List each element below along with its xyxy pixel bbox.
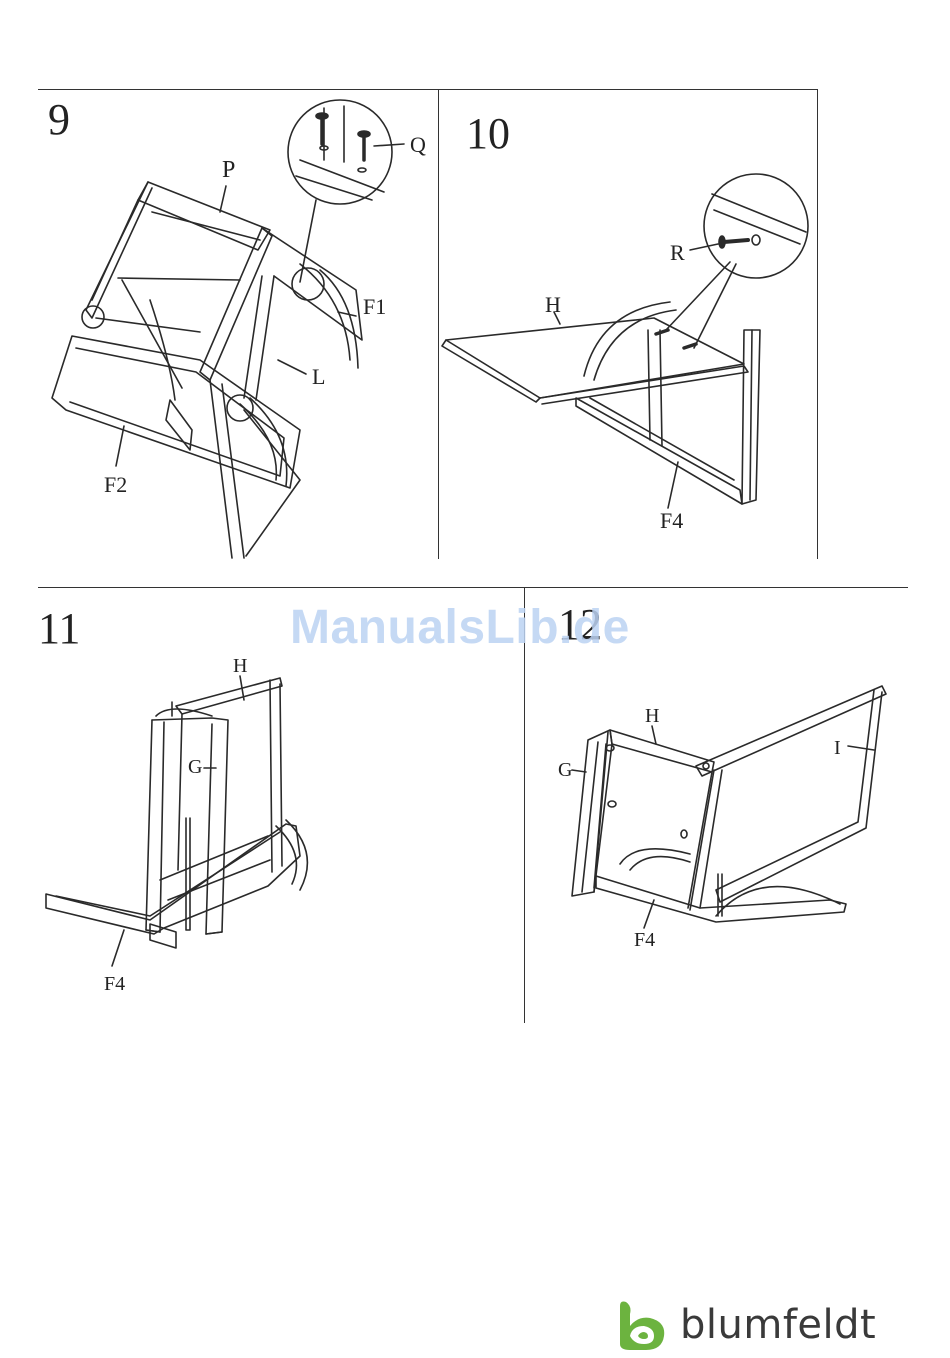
- part-label-p: P: [222, 158, 235, 182]
- watermark: ManualsLib.de: [290, 600, 630, 655]
- brand-logo: blumfeldt: [612, 1298, 882, 1358]
- step-11-diagram: [46, 676, 307, 966]
- part-label-g: G: [558, 760, 572, 780]
- part-label-f2: F2: [104, 474, 127, 496]
- part-label-h: H: [645, 706, 659, 726]
- part-label-h: H: [233, 656, 247, 676]
- step-12-diagram: [572, 686, 886, 928]
- part-label-r: R: [670, 242, 685, 264]
- part-label-f4: F4: [660, 510, 683, 532]
- part-label-i: I: [834, 738, 841, 758]
- part-label-g: G: [188, 757, 202, 777]
- part-label-l: L: [312, 366, 325, 388]
- part-label-q: Q: [410, 134, 426, 156]
- brand-leaf-icon: [612, 1298, 672, 1354]
- part-label-f4: F4: [634, 930, 655, 950]
- step-10-diagram: [442, 174, 808, 508]
- brand-name: blumfeldt: [680, 1302, 876, 1348]
- part-label-f4: F4: [104, 974, 125, 994]
- part-label-f1: F1: [363, 296, 386, 318]
- part-label-h: H: [545, 294, 561, 316]
